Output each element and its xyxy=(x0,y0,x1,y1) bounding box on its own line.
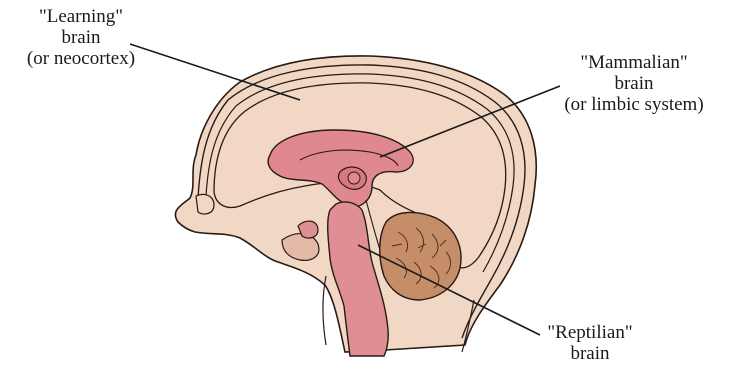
thalamus-center xyxy=(348,172,360,184)
label-learning: "Learning" brain (or neocortex) xyxy=(6,6,156,69)
label-mammalian-line1: "Mammalian" xyxy=(540,52,728,73)
label-mammalian-line3: (or limbic system) xyxy=(540,94,728,115)
label-mammalian-line2: brain xyxy=(540,73,728,94)
label-mammalian: "Mammalian" brain (or limbic system) xyxy=(540,52,728,115)
label-reptilian-line1: "Reptilian" xyxy=(530,322,650,343)
face-detail xyxy=(196,194,214,214)
label-reptilian-line2: brain xyxy=(530,343,650,364)
label-learning-line3: (or neocortex) xyxy=(6,48,156,69)
label-reptilian: "Reptilian" brain xyxy=(530,322,650,364)
label-learning-line2: brain xyxy=(6,27,156,48)
label-learning-line1: "Learning" xyxy=(6,6,156,27)
